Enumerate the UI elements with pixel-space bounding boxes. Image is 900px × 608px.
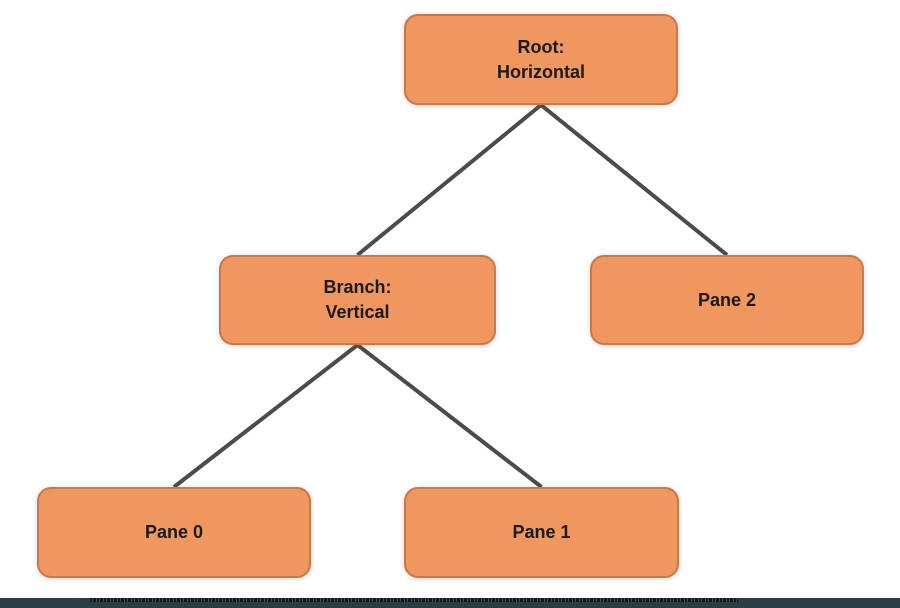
node-root-horizontal: Root: Horizontal bbox=[404, 14, 678, 105]
clipped-window-strip bbox=[0, 598, 900, 608]
edge-root-to-branch bbox=[356, 103, 543, 257]
edge-root-to-pane-2 bbox=[539, 103, 729, 257]
edge-branch-to-pane-1 bbox=[356, 343, 543, 489]
clipped-text-noise bbox=[90, 598, 738, 602]
node-pane-2: Pane 2 bbox=[590, 255, 864, 345]
node-pane-1: Pane 1 bbox=[404, 487, 679, 578]
edge-branch-to-pane-0 bbox=[172, 343, 359, 489]
node-pane-0: Pane 0 bbox=[37, 487, 311, 578]
node-branch-vertical: Branch: Vertical bbox=[219, 255, 496, 345]
